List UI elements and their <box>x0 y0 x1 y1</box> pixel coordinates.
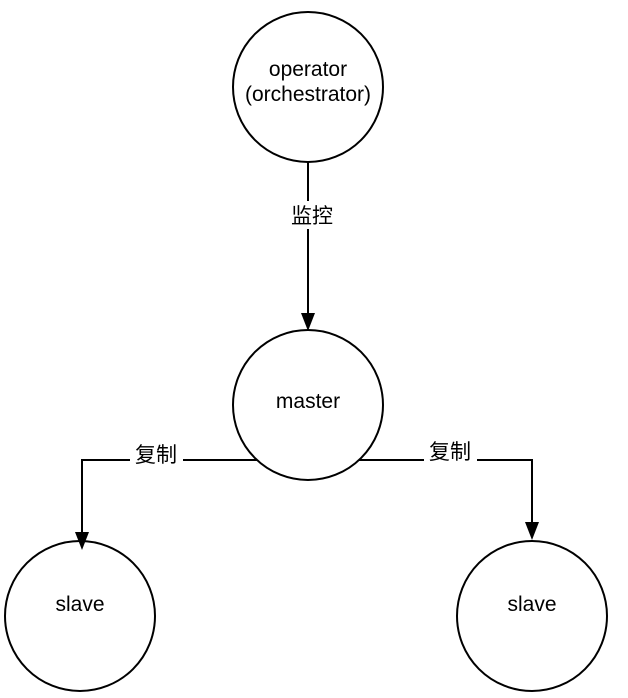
replicate-left-label-background <box>130 441 183 466</box>
slave-left-label: slave <box>55 593 104 616</box>
slave-right-label: slave <box>507 593 556 616</box>
arrowhead-down-icon <box>75 532 89 550</box>
operator-node: operator (orchestrator) <box>232 11 384 163</box>
replicate-right-edge-line <box>359 459 533 523</box>
operator-label-line1: operator <box>269 58 347 81</box>
replicate-left-edge-line <box>81 459 257 533</box>
monitor-edge-label: 监控 <box>291 205 333 228</box>
replicate-left-edge-label: 复制 <box>135 444 177 467</box>
replicate-left-edge: 复制 <box>75 441 257 550</box>
master-node: master <box>232 329 384 481</box>
replicate-right-edge: 复制 <box>359 438 539 540</box>
slave-right-node: slave <box>456 540 608 692</box>
slave-left-node: slave <box>4 540 156 692</box>
arrowhead-down-icon <box>525 522 539 540</box>
slave-left-circle <box>4 540 156 692</box>
replicate-right-label-background <box>424 438 477 463</box>
monitor-label-background <box>284 201 340 229</box>
master-label: master <box>276 390 340 413</box>
slave-right-circle <box>456 540 608 692</box>
monitor-edge: 监控 <box>284 162 340 331</box>
replicate-right-edge-label: 复制 <box>429 441 471 464</box>
arrowhead-down-icon <box>301 313 315 331</box>
operator-label-line2: (orchestrator) <box>245 83 371 106</box>
